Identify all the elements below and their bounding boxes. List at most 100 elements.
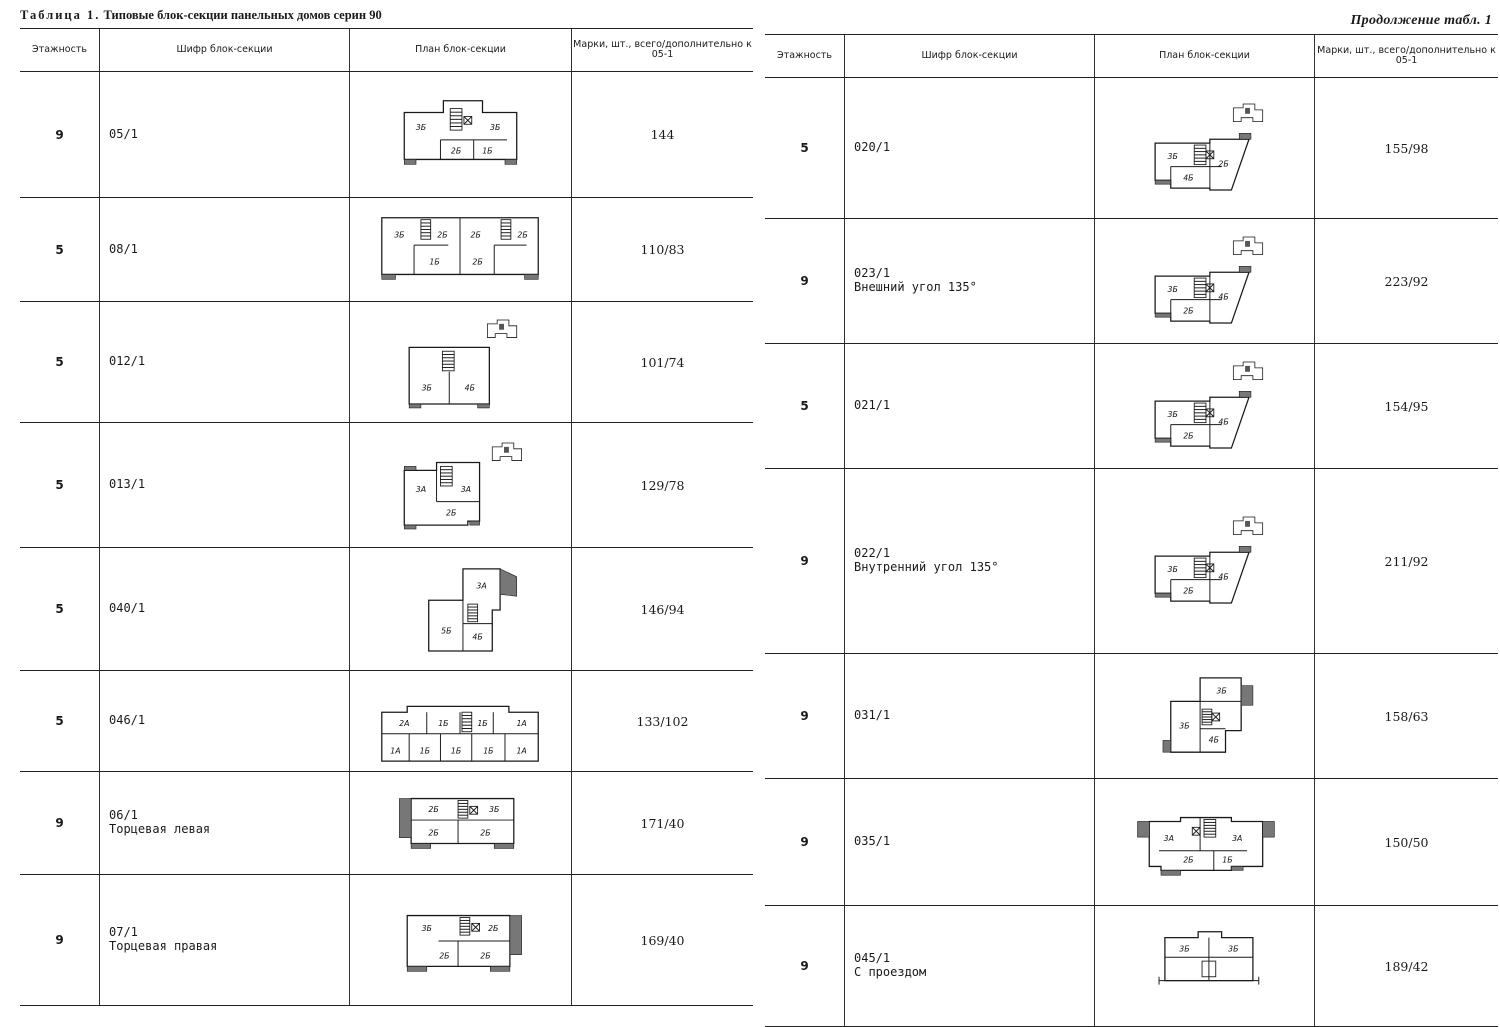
plan-room-label: 1А [390,746,400,755]
plan-elevator [469,805,479,815]
plan-room-label: 2А [399,719,409,728]
plan-room-label: 4Б [1183,173,1193,182]
plan-balcony [1162,740,1172,753]
page-title: Таблица 1. Типовые блок-секции панельных… [20,8,382,22]
plan-key-core [1245,520,1250,527]
plan-room-label: 4Б [1218,418,1228,427]
cell-floors: 9 [765,906,845,1026]
plan-balcony [504,158,518,165]
plan-balcony [1160,870,1181,876]
plan-room-label: 2Б [517,230,527,239]
cell-floors: 9 [20,72,100,197]
plan-key-outline [491,442,523,461]
plan-balcony [1262,821,1275,838]
plan-key-outline [1232,236,1264,255]
plan-wall [463,115,473,125]
cell-code: 012/1 [100,302,350,422]
header-floors: Этажность [765,35,845,77]
plan-balcony [509,915,522,955]
plan-key-diagram [1232,516,1264,535]
cell-marks: 101/74 [640,354,685,370]
cell-marks: 110/83 [640,242,685,257]
plan-balcony [1154,437,1172,443]
plan-key-diagram [486,319,518,338]
plan-room-label: 3А [461,485,471,494]
plan-room-label: 2Б [439,952,449,961]
plan-room-label: 5Б [441,626,451,635]
section-code: 022/1 [854,546,891,561]
plan-balcony [381,273,396,280]
section-code: 021/1 [854,398,891,413]
cell-floors: 5 [20,548,100,670]
plan-elevator [1211,712,1221,722]
plan-room-label: 1А [516,719,526,728]
plan-balcony [1238,133,1252,140]
plan-room-label: 3Б [416,123,426,132]
plan-key-diagram [491,442,523,461]
plan-room-label: 3Б [489,805,499,814]
plan-outline [403,99,518,160]
plan-room-label: 3Б [1168,410,1178,419]
cell-code: 035/1 [845,779,1095,905]
plan-room-label: 2Б [451,146,461,155]
plan-balcony [403,158,417,165]
cell-marks: 155/98 [1384,140,1429,156]
plan-room-label: 4Б [1218,293,1228,302]
header-plan: План блок-секции [350,29,572,71]
plan-room-label: 2Б [470,230,480,239]
cell-marks: 169/40 [640,932,685,948]
cell-floors: 9 [765,219,845,343]
plan-balcony [1154,312,1172,318]
plan-outline [381,705,539,762]
plan-balcony [1238,391,1252,398]
plan-balcony [1154,179,1172,185]
plan-wall [1205,408,1215,418]
plan-room-label: 2Б [1183,306,1193,315]
plan-room-label: 4Б [1218,573,1228,582]
plan-room-label: 3А [416,485,426,494]
plan-balcony [1231,866,1244,871]
plan-elevator [1205,563,1215,573]
section-code: 023/1 [854,266,891,281]
plan-room-label: 1Б [1222,856,1232,865]
section-code: 045/1 [854,951,891,966]
plan-key-diagram [1232,103,1264,122]
cell-code: 05/1 [100,72,350,197]
cell-code: 013/1 [100,423,350,547]
plan-balcony [490,966,511,972]
plan-key-core [504,446,509,453]
plan-key-core [1245,107,1250,114]
cell-code: 021/1 [845,344,1095,468]
cell-floors: 5 [20,302,100,422]
plan-balcony [403,524,417,530]
plan-key-outline [1232,516,1264,535]
cell-floors: 5 [765,78,845,218]
plan-room-label: 2Б [480,829,490,838]
plan-wall [1205,563,1215,573]
cell-marks: 133/102 [636,713,689,729]
cell-floors: 5 [765,344,845,468]
section-code: 08/1 [109,241,138,256]
cell-code: 040/1 [100,548,350,670]
